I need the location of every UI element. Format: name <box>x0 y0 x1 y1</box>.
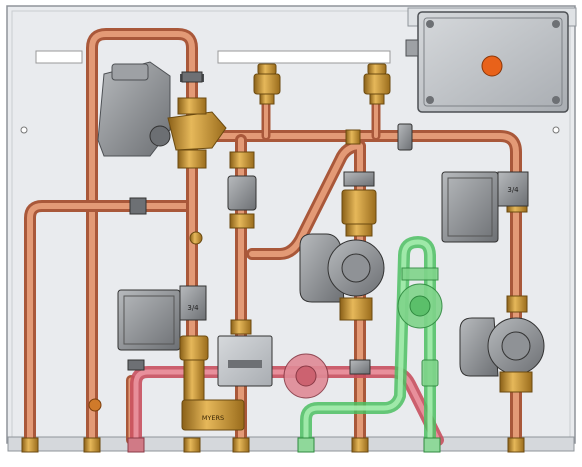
ball-valve-middle <box>227 151 257 229</box>
strainer-valve: MYERS <box>179 335 245 431</box>
pipe-clamps <box>127 359 439 387</box>
label-slot <box>217 50 391 64</box>
pump-red <box>283 353 329 399</box>
pump-right <box>459 317 545 393</box>
control-box <box>405 11 569 113</box>
label-slot <box>35 50 83 64</box>
pump-middle <box>299 233 385 321</box>
sensor-marking-right: 3/4 <box>507 186 519 194</box>
actuator-left: 3/4 <box>117 285 207 351</box>
ball-valve-right <box>341 171 377 237</box>
bottom-connections <box>21 437 525 453</box>
mixing-valve <box>97 61 227 169</box>
mount-hole <box>552 126 560 134</box>
sensor-marking-left: 3/4 <box>187 304 199 312</box>
control-knob <box>481 55 503 77</box>
flow-sensor-box <box>217 335 273 387</box>
mount-hole <box>20 126 28 134</box>
air-vent-right <box>363 63 391 105</box>
valve-marking: MYERS <box>202 414 224 422</box>
green-pipe <box>300 236 436 446</box>
actuator-right: 3/4 <box>441 171 529 243</box>
air-vent-left <box>253 63 281 105</box>
pump-green <box>397 267 443 329</box>
